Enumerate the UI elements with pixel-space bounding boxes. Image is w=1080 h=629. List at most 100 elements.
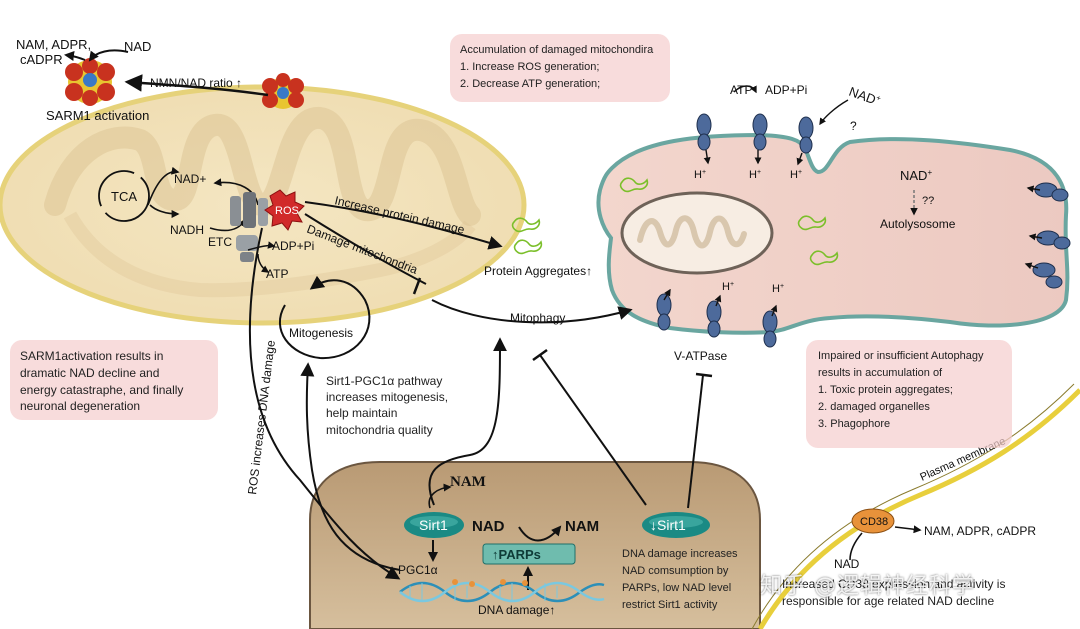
lyso-nad-mid-label: NAD+ xyxy=(900,168,932,183)
dna-damage-text: DNA damage increases NAD comsumption by … xyxy=(622,546,738,614)
sarm1-products: NAM, ADPR, xyxy=(16,37,91,52)
v-atpase-label: V-ATPase xyxy=(674,349,727,363)
protein-aggregates xyxy=(511,177,839,266)
dna-text-line2: NAD comsumption by xyxy=(622,565,729,578)
sirt1-mitogenesis-arrow xyxy=(300,362,401,571)
autophagy-box: Impaired or insufficient Autophagy resul… xyxy=(806,340,1012,448)
autophagy-line3: 1. Toxic protein aggregates; xyxy=(818,384,953,397)
plasma-membrane-line xyxy=(757,388,1080,629)
h-plus-2: H+ xyxy=(749,169,761,181)
lysosome-membrane xyxy=(596,132,1070,335)
sarm1-box-line3: energy catastraphe, and finally xyxy=(20,382,184,397)
tca-label: TCA xyxy=(111,189,137,204)
sarm1-products-2: cADPR xyxy=(20,52,63,67)
sarm1-box-line2: dramatic NAD decline and xyxy=(20,365,160,380)
lyso-atp-label: ATP xyxy=(730,83,752,97)
sarm1-activation-label: SARM1 activation xyxy=(46,108,149,123)
tca-cycle xyxy=(98,166,180,222)
ros-dna-damage-label: ROS increases DNA damage xyxy=(245,339,278,495)
cd38-label: CD38 xyxy=(860,516,888,528)
parps-box xyxy=(482,543,576,565)
cd38-text-line2: responsible for age related NAD decline xyxy=(782,594,995,609)
nad-to-nam-arrow xyxy=(518,525,562,542)
nucleus-nad-label: NAD xyxy=(472,518,505,535)
sirt-pathway-line3: help maintain xyxy=(326,406,398,421)
adp-pi-label: ADP+Pi xyxy=(272,239,314,253)
autolysosome xyxy=(596,132,1070,335)
sarm1-outcome-box: SARM1activation results in dramatic NAD … xyxy=(10,340,218,420)
nadh-to-etc-arrow xyxy=(213,178,259,206)
cd38-text-line1: Increased CD38 expression and activity i… xyxy=(782,577,1006,591)
sirt1-left xyxy=(404,512,464,538)
sirt-pathway-line1: Sirt1-PGC1α pathway xyxy=(326,374,443,388)
sirt-pathway-line2: increases mitogenesis, xyxy=(326,390,449,405)
nad-plus-label: NAD+ xyxy=(174,172,206,186)
nmn-nad-ratio-label: NMN/NAD ratio ↑ xyxy=(150,76,242,90)
ros-label: ROS xyxy=(275,205,299,217)
nam-top-label: NAM xyxy=(450,474,486,490)
protein-damage-arrow xyxy=(304,201,503,250)
mitogenesis-cycle xyxy=(279,275,371,360)
h-plus-5: H+ xyxy=(772,283,784,295)
protein-aggregates-label: Protein Aggregates↑ xyxy=(484,264,592,278)
nad-to-sarm1-arrow xyxy=(88,49,129,62)
cd38-products-label: NAM, ADPR, cADPR xyxy=(924,524,1036,538)
dna-damage-label: DNA damage↑ xyxy=(478,603,555,617)
nad-label-top: NAD xyxy=(124,39,151,54)
atp-label: ATP xyxy=(266,267,288,281)
sarm1-box-line4: neuronal degeneration xyxy=(20,399,141,414)
damaged-mitochondria-box: Accumulation of damaged mitochondira 1. … xyxy=(450,34,670,102)
nucleus-nam-label: NAM xyxy=(565,518,599,535)
watermark: 知乎 @逻辑神经科学 xyxy=(760,574,975,599)
dna-text-line3: PARPs, low NAD level xyxy=(622,582,732,595)
parps-label: ↑PARPs xyxy=(492,547,541,562)
lyso-question-label: ? xyxy=(850,119,857,133)
lyso-adp-pi-label: ADP+Pi xyxy=(765,83,807,97)
dna-text-line4: restrict Sirt1 activity xyxy=(622,599,718,612)
lyso-nad-top-label: NAD+ xyxy=(847,84,883,109)
sirt1-inhibit-mitophagy xyxy=(539,354,647,506)
h-plus-1: H+ xyxy=(694,169,706,181)
h-plus-4: H+ xyxy=(722,281,734,293)
damaged-mito-line2: 2. Decrease ATP generation; xyxy=(460,78,601,91)
autolysosome-label: Autolysosome xyxy=(880,217,956,231)
sarm1-box-line1: SARM1activation results in xyxy=(20,349,164,363)
damage-mitochondria-line xyxy=(304,213,427,285)
dna-helix xyxy=(399,579,605,603)
nmn-nad-ratio-arrow xyxy=(124,74,269,97)
pgc1a-label: PGC1α xyxy=(398,563,438,577)
damaged-mito-title: Accumulation of damaged mitochondira xyxy=(460,44,654,56)
sirt1-left-label: Sirt1 xyxy=(419,517,448,533)
h-plus-3: H+ xyxy=(790,169,802,181)
mitogenesis-label: Mitogenesis xyxy=(289,326,353,340)
vatpase-pumps xyxy=(656,113,1071,348)
sirt-pathway-line4: mitochondria quality xyxy=(326,422,433,437)
cd38-text: Increased CD38 expression and activity i… xyxy=(782,576,1005,611)
ros-dna-damage-arrow xyxy=(248,227,401,580)
cristae-lower xyxy=(63,211,476,298)
autophagy-line4: 2. damaged organelles xyxy=(818,401,930,414)
autophagy-line1: Impaired or insufficient Autophagy xyxy=(818,350,984,362)
engulfed-cristae xyxy=(637,215,747,249)
mitophagy-arrow xyxy=(431,299,633,324)
damaged-mito-line1: 1. Increase ROS generation; xyxy=(460,61,600,74)
autophagy-line2: results in accumulation of xyxy=(818,367,943,380)
sirt1-right xyxy=(642,512,710,538)
mitophagy-label: Mitophagy xyxy=(510,311,565,325)
sirt1-right-label: ↓Sirt1 xyxy=(650,517,686,533)
cd38-protein xyxy=(851,508,895,534)
etc-complex xyxy=(230,192,268,262)
sirt1-mitophagy-arrow xyxy=(428,337,507,506)
nadh-label: NADH xyxy=(170,223,204,237)
etc-label: ETC xyxy=(208,235,232,249)
ros-star xyxy=(264,189,305,231)
sarm1-complex-active xyxy=(65,58,115,106)
sirt1-pgc1a-text: Sirt1-PGC1α pathway increases mitogenesi… xyxy=(326,373,448,438)
sarm1-complex-inactive xyxy=(262,73,304,109)
dna-text-line1: DNA damage increases xyxy=(622,548,738,560)
cd38-nad-label: NAD xyxy=(834,557,860,571)
autophagy-line5: 3. Phagophore xyxy=(818,418,891,431)
sirt1-inhibit-vatpase xyxy=(687,374,704,509)
double-question-label: ?? xyxy=(922,195,934,207)
